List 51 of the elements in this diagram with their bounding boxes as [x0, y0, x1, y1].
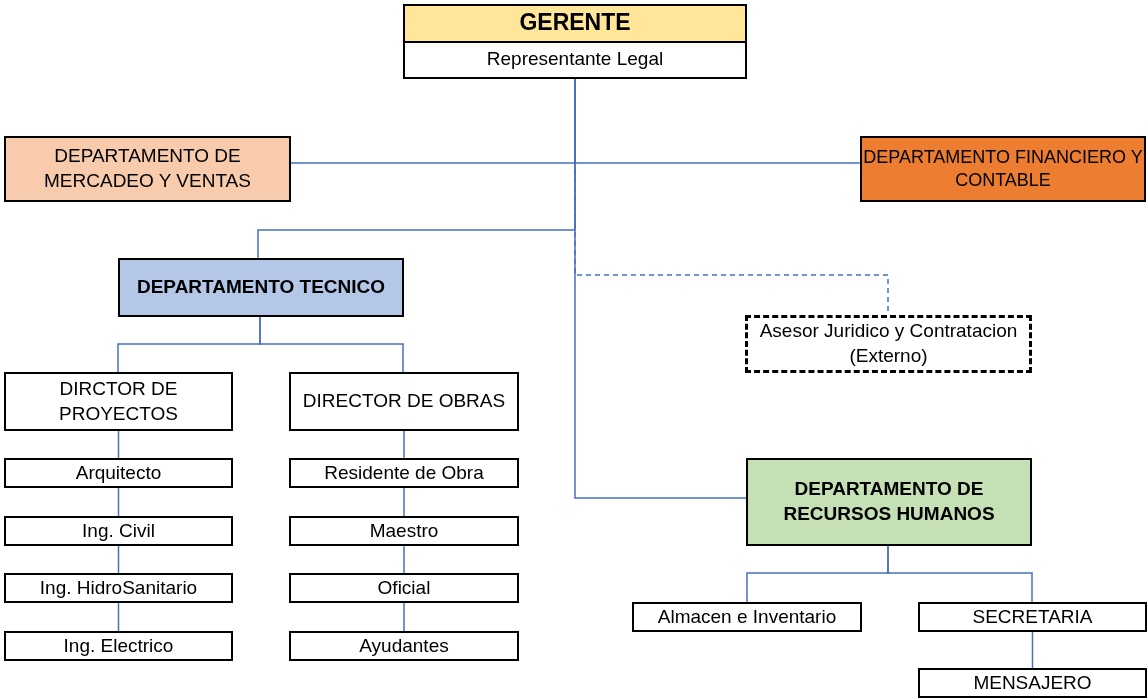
connector-line	[259, 316, 404, 373]
box-label: Residente de Obra	[324, 460, 484, 485]
box-label: DEPARTAMENTO TECNICO	[136, 275, 386, 300]
org-box	[289, 573, 519, 603]
connector-line	[574, 78, 747, 499]
box-label: SECRETARIA	[972, 604, 1093, 629]
box-label: Arquitecto	[75, 460, 162, 485]
box-label: Almacen e Inventario	[657, 604, 837, 629]
box-label: Oficial	[377, 575, 431, 600]
org-box	[289, 516, 519, 546]
org-box	[289, 372, 519, 431]
org-box	[4, 516, 233, 546]
connector-line	[117, 545, 120, 574]
org-box	[289, 631, 519, 661]
box-label: Ing. HidroSanitario	[39, 575, 198, 600]
title-header: GERENTE	[405, 6, 745, 43]
org-box	[118, 258, 404, 317]
org-box	[4, 573, 233, 603]
org-box	[918, 668, 1147, 698]
org-box	[918, 602, 1147, 632]
box-label: Ayudantes	[359, 633, 449, 658]
connector-line	[117, 487, 120, 517]
box-label: DEPARTAMENTO DE RECURSOS HUMANOS	[782, 477, 996, 526]
box-label: DIRECTOR DE OBRAS	[302, 389, 506, 414]
org-box	[4, 372, 233, 431]
org-box	[632, 602, 862, 632]
org-box	[746, 458, 1032, 546]
connector-line	[117, 602, 120, 632]
box-label: DIRCTOR DE PROYECTOS	[58, 376, 179, 426]
box-label: Maestro	[369, 518, 439, 543]
box-label: MENSAJERO	[973, 670, 1092, 695]
org-box	[745, 315, 1032, 373]
org-box	[403, 4, 747, 79]
box-label: DEPARTAMENTO FINANCIERO Y CONTABLE	[862, 145, 1144, 192]
connector-line	[117, 430, 120, 459]
connector-line	[1031, 631, 1034, 669]
connector-line	[403, 545, 405, 574]
org-box	[4, 458, 233, 488]
connector-line	[403, 430, 405, 459]
connector-line	[403, 602, 405, 632]
connector-line	[403, 487, 405, 517]
box-label: Ing. Civil	[82, 518, 155, 543]
box-label: Asesor Juridico y Contratacion (Externo)	[758, 319, 1019, 368]
role-label: Representante Legal	[485, 47, 665, 72]
connector-line	[887, 545, 1033, 603]
box-label: Ing. Electrico	[63, 633, 174, 658]
org-box	[289, 458, 519, 488]
org-box	[4, 631, 233, 661]
box-label: DEPARTAMENTO DE MERCADEO Y VENTAS	[43, 144, 252, 193]
org-box	[4, 136, 291, 202]
org-box	[860, 136, 1146, 202]
